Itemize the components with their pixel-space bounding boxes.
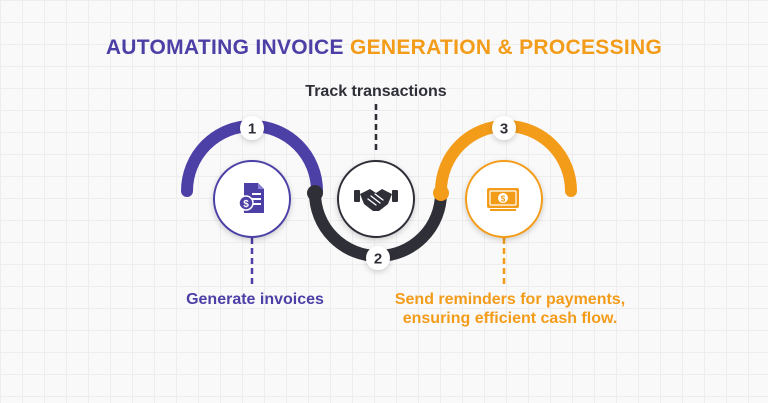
step-1-label: Generate invoices: [186, 291, 324, 308]
step-1-node: $: [213, 160, 291, 238]
step-3-node: $: [465, 160, 543, 238]
junction-dot-right: [433, 185, 449, 201]
svg-text:1: 1: [248, 121, 256, 138]
svg-text:$: $: [501, 195, 506, 204]
step-2-badge: 2: [366, 246, 390, 270]
title-part-1: AUTOMATING INVOICE: [105, 36, 344, 59]
title-part-2: GENERATION & PROCESSING: [349, 36, 663, 59]
svg-text:3: 3: [500, 121, 508, 138]
handshake-icon: [354, 189, 398, 211]
junction-dot-left: [307, 185, 323, 201]
step-3-badge: 3: [492, 116, 516, 140]
money-bill-icon: $: [487, 188, 519, 211]
step-1-badge: 1: [240, 116, 264, 140]
step-2-label: Track transactions: [305, 83, 447, 100]
invoice-dollar-icon: $: [238, 183, 264, 213]
step-2-node: [337, 160, 415, 238]
step-3-label: Send reminders for payments, ensuring ef…: [394, 291, 626, 327]
svg-text:$: $: [243, 199, 249, 210]
page-title: AUTOMATING INVOICE GENERATION & PROCESSI…: [0, 36, 768, 60]
svg-text:2: 2: [374, 251, 382, 268]
